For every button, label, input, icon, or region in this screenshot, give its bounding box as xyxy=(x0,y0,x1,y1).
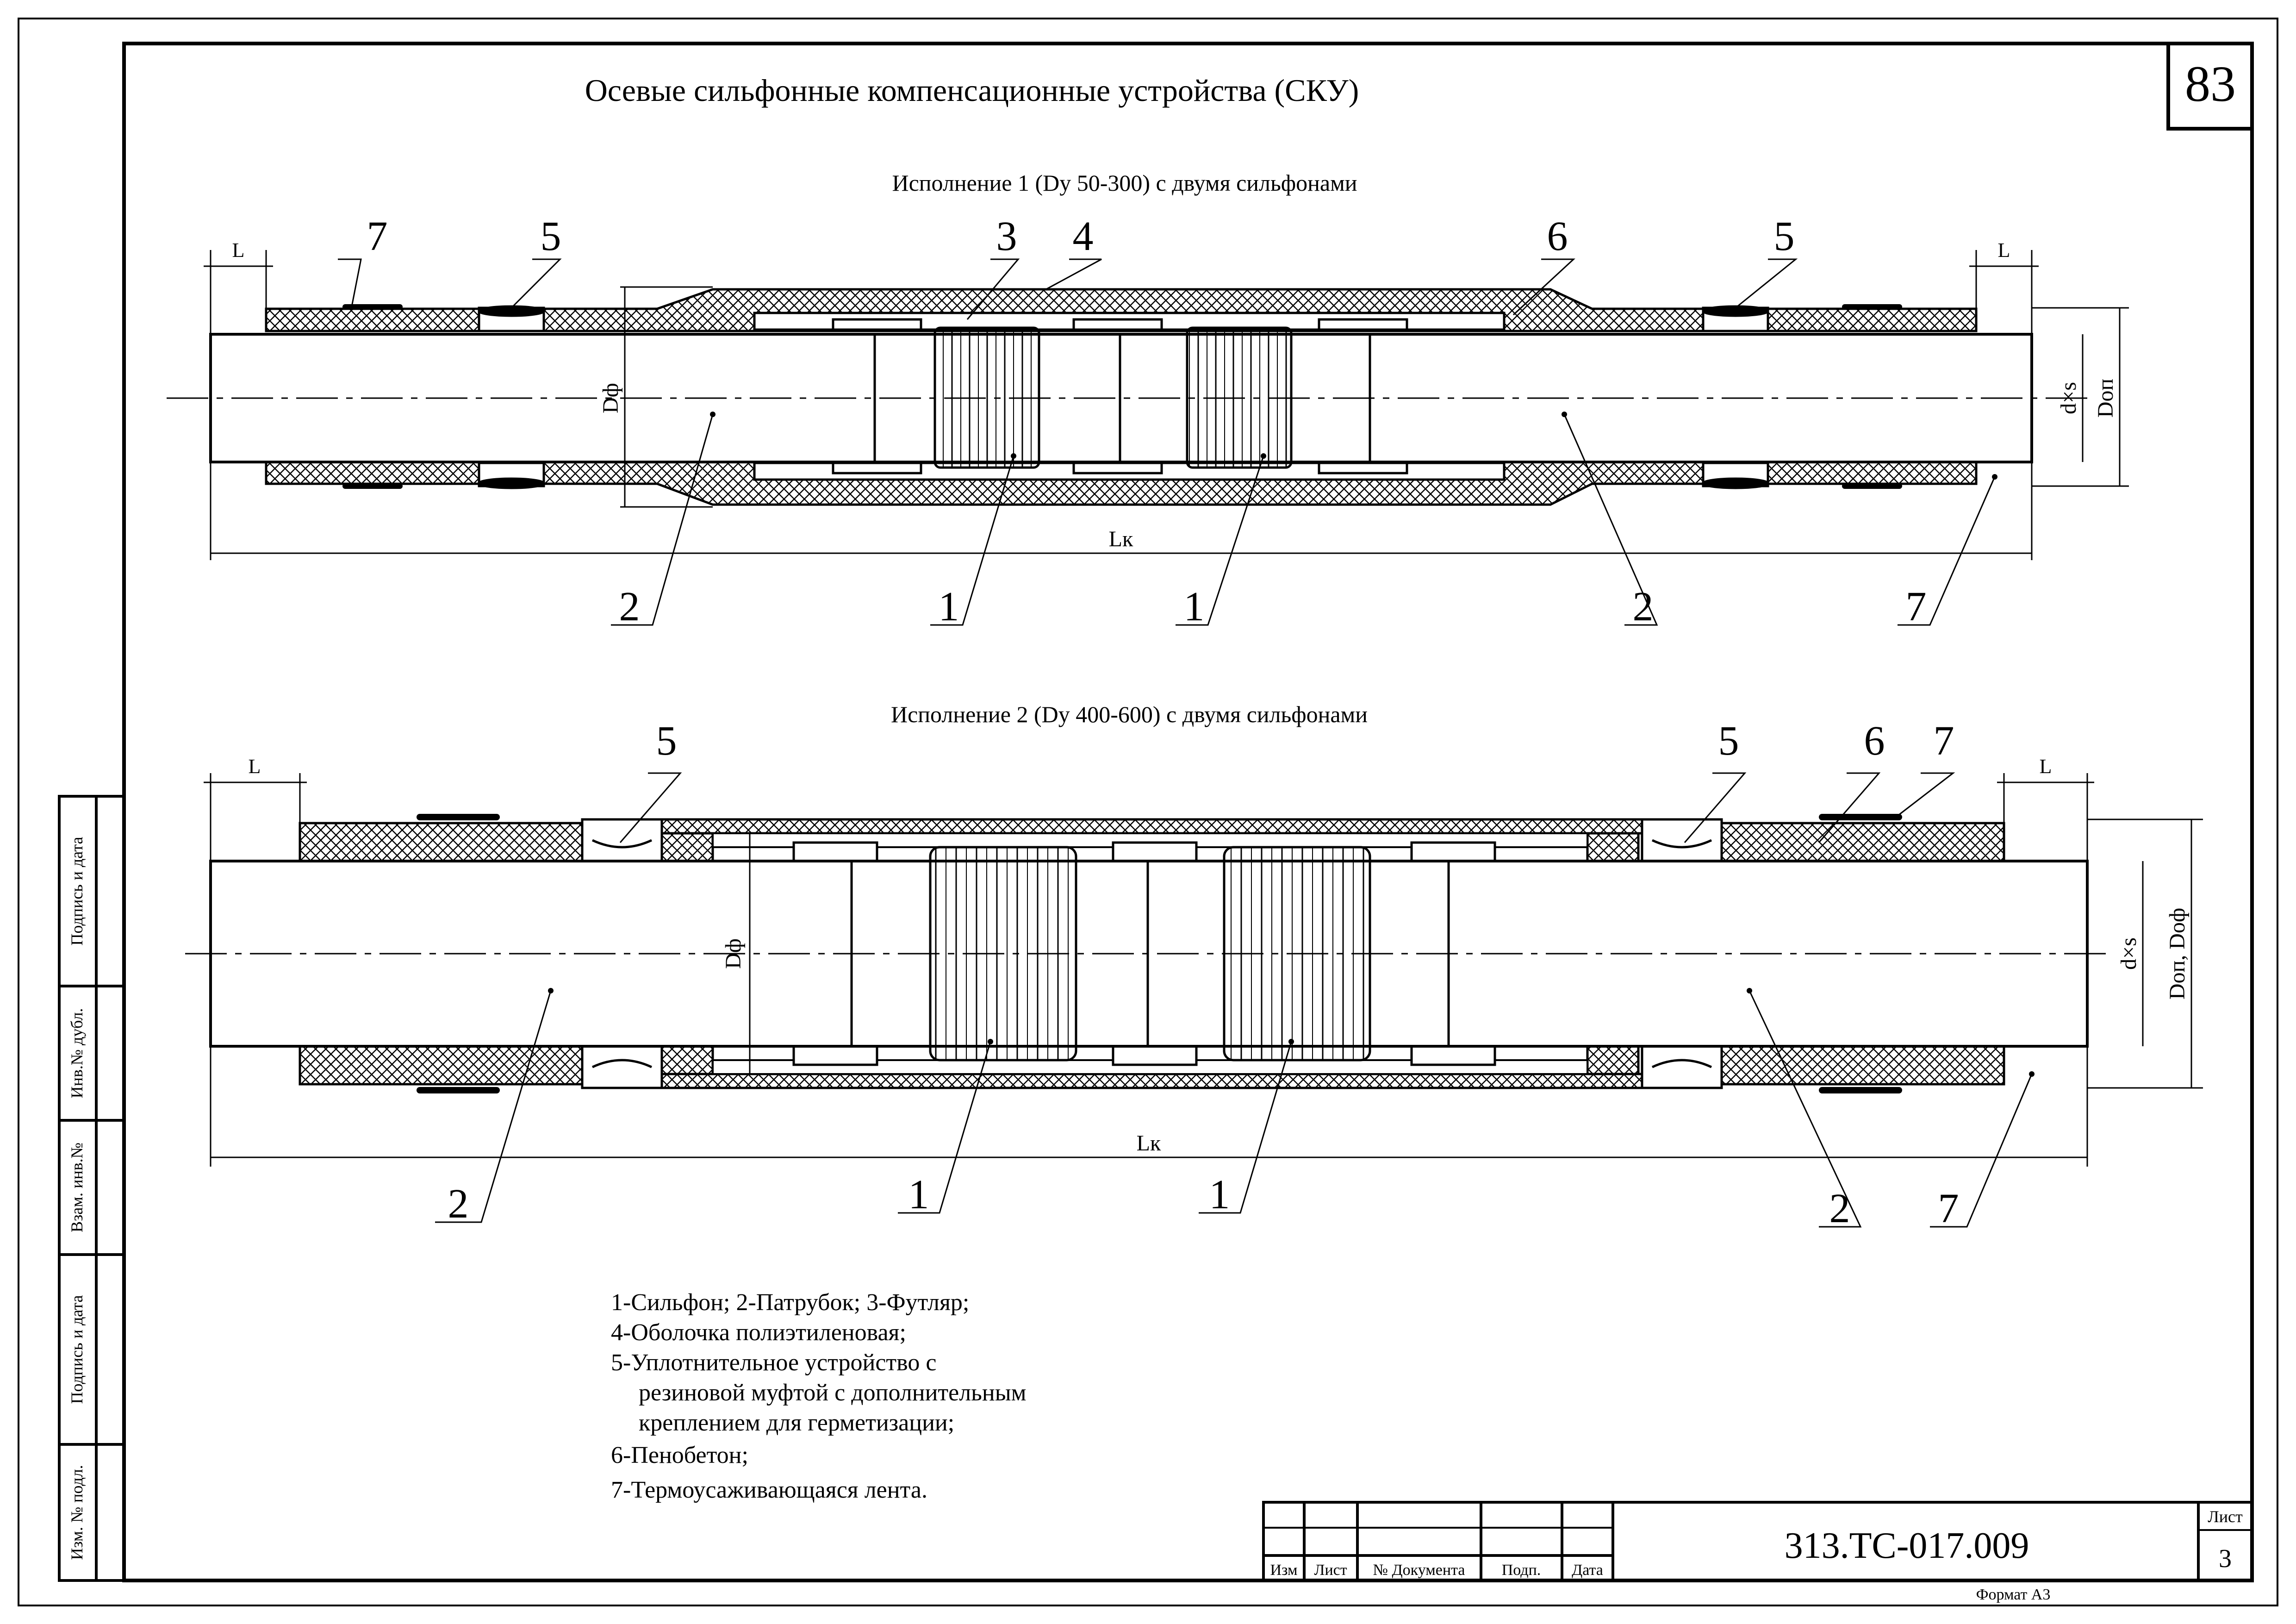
view2-callout-7-bottom: 7 xyxy=(1938,1186,1959,1231)
stamp-inv-dubl: Инв.№ дубл. xyxy=(68,1008,86,1099)
tb-sheet-label: Лист xyxy=(2208,1507,2243,1526)
inner-frame xyxy=(122,42,2254,1582)
outer-border xyxy=(18,18,2278,1606)
stamp-vzam-inv: Взам. инв.№ xyxy=(68,1143,86,1232)
view2-dim-Df: Dф xyxy=(721,938,746,969)
view2-insulation-right-top xyxy=(1720,822,2005,862)
view2-callout-1-left: 1 xyxy=(908,1172,929,1218)
view2-callout-5-right: 5 xyxy=(1718,718,1739,764)
view1-callout-5-left: 5 xyxy=(541,213,561,259)
view2-shrink-tape xyxy=(417,814,1902,1093)
legend-line: резиновой муфтой с дополнительным xyxy=(639,1380,1027,1406)
legend-line: креплением для герметизации; xyxy=(639,1410,954,1436)
view1-callout-5-right: 5 xyxy=(1774,213,1795,259)
view1-callout-1-right: 1 xyxy=(1184,584,1205,630)
view2-insulation-right-bottom xyxy=(1720,1045,2005,1086)
view2-dim-Dop: Dоп, Dоф xyxy=(2165,908,2190,999)
view2-shell-top xyxy=(660,818,1654,835)
view2-dim-L-right: L xyxy=(2040,755,2052,778)
view1-shrink-tape xyxy=(342,304,1902,489)
view1-callout-6: 6 xyxy=(1547,213,1568,259)
view1-dimensions xyxy=(204,250,2129,560)
view1-dim-L-right: L xyxy=(1998,239,2010,262)
view2-callout-1-right: 1 xyxy=(1209,1172,1230,1218)
legend-line: 4-Оболочка полиэтиленовая; xyxy=(611,1319,906,1346)
view1-seals xyxy=(478,305,1769,489)
page-number-box: 83 xyxy=(2166,42,2254,131)
view1-callout-4: 4 xyxy=(1073,213,1094,259)
view2-callout-2-left: 2 xyxy=(448,1181,469,1227)
view1-insulation-top xyxy=(265,288,1978,332)
view2-shell-bottom xyxy=(660,1073,1654,1089)
view1-caption: Исполнение 1 (Dy 50-300) с двумя сильфон… xyxy=(892,170,1357,196)
side-stamp-table xyxy=(58,795,125,1582)
view2-callout-6: 6 xyxy=(1864,718,1885,764)
legend-line: 6-Пенобетон; xyxy=(611,1442,748,1468)
view2-dim-Lk: Lк xyxy=(1137,1131,1161,1156)
title-block xyxy=(1262,1501,2253,1582)
view1-drawing: Исполнение 1 (Dy 50-300) с двумя сильфон… xyxy=(167,170,2129,630)
tb-header-doc: № Документа xyxy=(1373,1562,1465,1579)
view2-dim-dxs: d×s xyxy=(2116,937,2141,970)
view1-callout-1-left: 1 xyxy=(939,584,959,630)
tb-sheet-value: 3 xyxy=(2219,1544,2232,1573)
view1-dim-Df: Dф xyxy=(598,383,623,413)
tb-doc-number: 313.ТС-017.009 xyxy=(1785,1525,2029,1566)
view1-callout-3: 3 xyxy=(996,213,1017,259)
view2-drawing: Исполнение 2 (Dy 400-600) с двумя сильфо… xyxy=(185,701,2203,1231)
legend-line: 5-Уплотнительное устройство с xyxy=(611,1349,936,1376)
tb-header-list: Лист xyxy=(1314,1562,1347,1579)
view2-callout-7-top: 7 xyxy=(1934,718,1954,764)
view1-dim-Lk: Lк xyxy=(1109,527,1133,551)
view2-callout-2-right: 2 xyxy=(1829,1186,1850,1231)
view2-dim-L-left: L xyxy=(249,755,261,778)
stamp-izm-podl: Изм. № подл. xyxy=(68,1465,86,1560)
view1-dim-L-left: L xyxy=(232,239,245,262)
view1-dim-Dop: Dоп xyxy=(2093,379,2118,418)
view2-callout-5-left: 5 xyxy=(656,718,677,764)
view1-callout-7-bottom: 7 xyxy=(1906,584,1927,630)
view2-insulation-left-top xyxy=(299,822,584,862)
view2-leaders xyxy=(435,772,2033,1228)
view2-dimensions xyxy=(204,773,2203,1167)
tb-header-data: Дата xyxy=(1572,1562,1603,1579)
tb-header-izm: Изм xyxy=(1270,1562,1297,1579)
stamp-signature-date-1: Подпись и дата xyxy=(68,837,86,945)
view1-callout-2-left: 2 xyxy=(619,584,640,630)
view2-insulation-left-bottom xyxy=(299,1045,584,1086)
tb-header-podp: Подп. xyxy=(1502,1562,1541,1579)
view2-seals xyxy=(581,818,1723,1089)
page-number: 83 xyxy=(2185,56,2236,112)
stamp-signature-date-2: Подпись и дата xyxy=(68,1295,86,1404)
legend-line: 1-Сильфон; 2-Патрубок; 3-Футляр; xyxy=(611,1289,969,1316)
format-label: Формат А3 xyxy=(1976,1586,2051,1603)
view1-callout-2-right: 2 xyxy=(1633,584,1654,630)
legend-line: 7-Термоусаживающаяся лента. xyxy=(611,1477,927,1503)
view1-dim-dxs: d×s xyxy=(2056,382,2081,414)
view1-callout-7-top: 7 xyxy=(367,213,388,259)
view1-leaders xyxy=(338,258,1996,626)
legend: 1-Сильфон; 2-Патрубок; 3-Футляр; 4-Оболо… xyxy=(611,1289,1027,1503)
view2-caption: Исполнение 2 (Dy 400-600) с двумя сильфо… xyxy=(891,701,1368,727)
sheet-title: Осевые сильфонные компенсационные устрой… xyxy=(585,73,1359,108)
